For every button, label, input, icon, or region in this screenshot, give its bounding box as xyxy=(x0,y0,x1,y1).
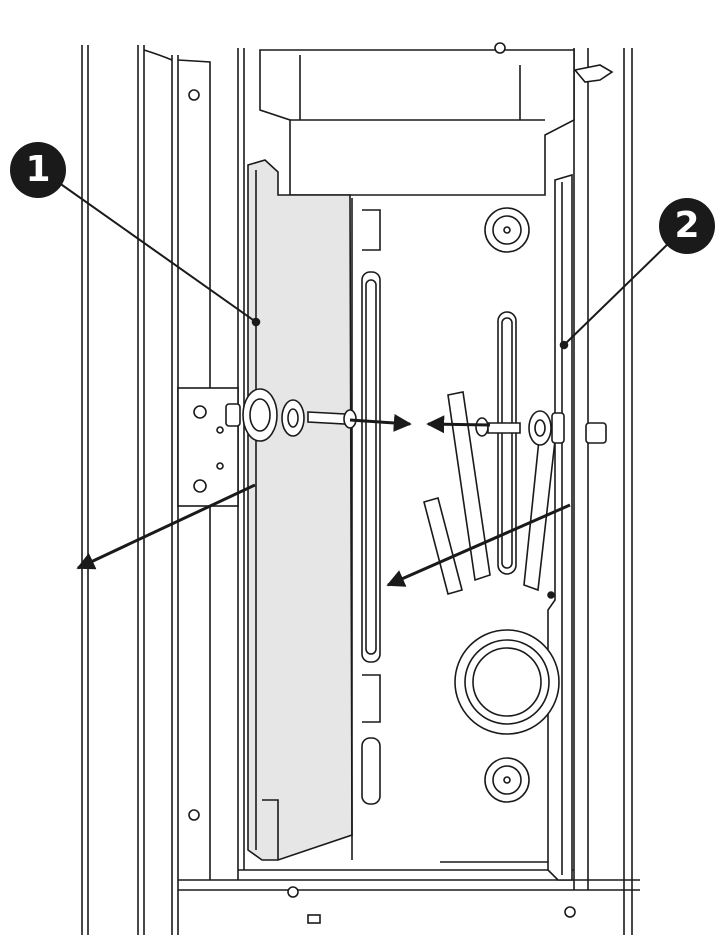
slotted-rail xyxy=(351,198,381,860)
left-side-panel xyxy=(247,159,353,861)
callout-badge-1: 1 xyxy=(10,142,66,198)
bolt-icon xyxy=(188,89,200,101)
right-fastener xyxy=(475,410,607,446)
arrow-remove-left-panel xyxy=(76,483,256,570)
left-fastener xyxy=(225,388,357,442)
hinge-bracket xyxy=(177,89,239,821)
top-hood xyxy=(259,42,614,196)
back-wall-fittings xyxy=(440,207,560,863)
leader-line-1 xyxy=(54,179,257,323)
bolt-icon xyxy=(188,809,200,821)
bolt-icon xyxy=(193,479,207,493)
callout-badge-2: 2 xyxy=(659,198,715,254)
arrow-screw-left xyxy=(426,415,491,434)
arrow-screw-right xyxy=(349,413,412,432)
base-details xyxy=(287,886,576,924)
angled-rods xyxy=(423,391,557,595)
right-side-panel xyxy=(547,173,573,881)
callout-leaders xyxy=(54,179,673,346)
arrow-remove-right-panel xyxy=(386,503,571,587)
leader-line-2 xyxy=(563,239,673,346)
bolt-icon xyxy=(193,405,207,419)
movement-arrows xyxy=(76,413,571,587)
